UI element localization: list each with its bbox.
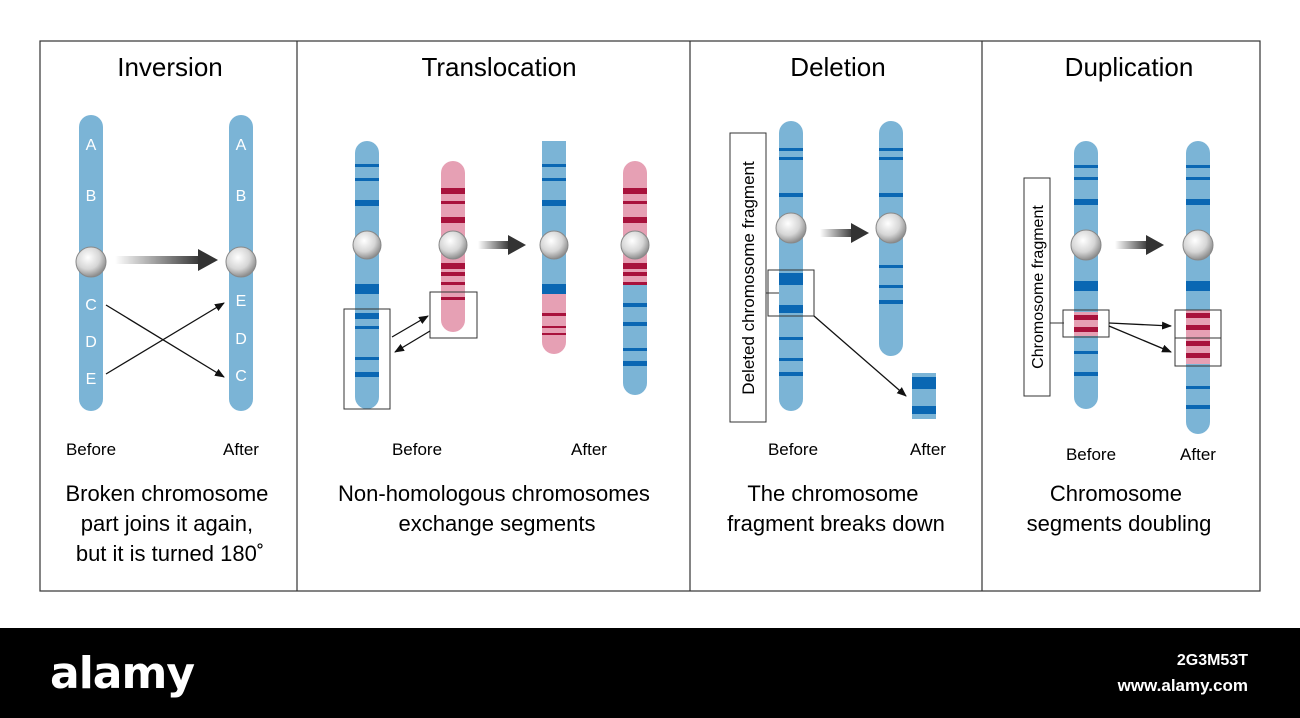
- centromere: [775, 212, 807, 244]
- translocation-transition-arrow: [478, 235, 526, 255]
- callout-text: Deleted chromosome fragment: [739, 161, 758, 395]
- centromere: [1070, 229, 1102, 261]
- translocation-panel: Translocation: [338, 52, 656, 536]
- centromere: [620, 230, 650, 260]
- deletion-panel: Deletion Deleted chromosome fragment: [727, 52, 946, 536]
- caption-line-3: but it is turned 180˚: [76, 541, 264, 566]
- translocation-after-label: After: [571, 440, 607, 459]
- gene-label-a: A: [86, 137, 97, 154]
- deletion-title: Deletion: [790, 52, 885, 82]
- duplication-caption: Chromosome segments doubling: [1027, 481, 1212, 536]
- centromere: [352, 230, 382, 260]
- inversion-cross-arrows: [105, 302, 225, 378]
- deletion-before-chromosome: [767, 121, 815, 411]
- deletion-transition-arrow: [820, 223, 869, 243]
- chromosome-fragment-callout: Chromosome fragment: [1023, 177, 1064, 397]
- gene-label-b: B: [236, 188, 247, 205]
- caption-line-1: Broken chromosome: [65, 481, 268, 506]
- inversion-after-chromosome: A B E D C: [225, 115, 257, 411]
- duplication-after-label: After: [1180, 445, 1216, 464]
- gene-label-d: D: [85, 334, 97, 351]
- duplication-transition-arrow: [1115, 235, 1164, 255]
- gene-label-e: E: [236, 293, 247, 310]
- gene-label-b: B: [86, 188, 97, 205]
- translocation-caption: Non-homologous chromosomes exchange segm…: [338, 481, 656, 536]
- centromere: [438, 230, 468, 260]
- panel-frame: [39, 40, 1261, 592]
- inversion-before-chromosome: A B C D E: [75, 115, 107, 411]
- deleted-fragment-callout: Deleted chromosome fragment: [729, 132, 780, 423]
- deletion-caption: The chromosome fragment breaks down: [727, 481, 945, 536]
- duplication-before-label: Before: [1066, 445, 1116, 464]
- deleted-fragment: [813, 315, 936, 419]
- gene-label-e: E: [86, 371, 97, 388]
- watermark-footer: [0, 628, 1300, 718]
- caption-line-1: Non-homologous chromosomes: [338, 481, 650, 506]
- inversion-title: Inversion: [117, 52, 223, 82]
- translocation-before-blue-chromosome: [343, 141, 391, 410]
- centromere: [539, 230, 569, 260]
- gene-label-c: C: [85, 297, 97, 314]
- inversion-before-label: Before: [66, 440, 116, 459]
- alamy-logo: alamy: [50, 648, 195, 699]
- gene-label-d: D: [235, 331, 247, 348]
- deletion-after-chromosome: [875, 121, 907, 356]
- caption-line-2: fragment breaks down: [727, 511, 945, 536]
- translocation-after-pink-chromosome: [620, 161, 650, 395]
- caption-line-1: Chromosome: [1050, 481, 1182, 506]
- inversion-transition-arrow: [115, 249, 218, 271]
- caption-line-1: The chromosome: [747, 481, 918, 506]
- duplication-panel: Duplication Chromosome fragment: [1023, 52, 1222, 536]
- site-url: www.alamy.com: [1117, 676, 1248, 695]
- image-id: 2G3M53T: [1176, 652, 1248, 669]
- segment-highlight-box: [767, 269, 815, 317]
- segment-highlight-box: [343, 308, 391, 410]
- callout-text: Chromosome fragment: [1030, 205, 1047, 369]
- caption-line-2: exchange segments: [399, 511, 596, 536]
- caption-line-2: segments doubling: [1027, 511, 1212, 536]
- centromere: [875, 212, 907, 244]
- centromere: [1182, 229, 1214, 261]
- deletion-after-label: After: [910, 440, 946, 459]
- gene-label-a: A: [236, 137, 247, 154]
- inversion-caption: Broken chromosome part joins it again, b…: [65, 481, 274, 566]
- segment-highlight-box: [429, 291, 478, 339]
- translocation-before-pink-chromosome: [429, 161, 478, 339]
- centromere: [75, 246, 107, 278]
- gene-label-c: C: [235, 368, 247, 385]
- duplication-arrows: [1108, 321, 1172, 353]
- segment-highlight-box: [1174, 337, 1222, 367]
- inversion-after-label: After: [223, 440, 259, 459]
- deletion-before-label: Before: [768, 440, 818, 459]
- translocation-after-blue-chromosome: [539, 141, 569, 354]
- duplication-before-chromosome: [1062, 141, 1110, 409]
- duplication-title: Duplication: [1065, 52, 1194, 82]
- inversion-panel: Inversion A B C D E A B E D C Before: [65, 52, 274, 566]
- exchange-arrows: [391, 315, 431, 353]
- duplication-after-chromosome: [1174, 141, 1222, 434]
- caption-line-2: part joins it again,: [81, 511, 253, 536]
- centromere: [225, 246, 257, 278]
- translocation-title: Translocation: [421, 52, 576, 82]
- translocation-before-label: Before: [392, 440, 442, 459]
